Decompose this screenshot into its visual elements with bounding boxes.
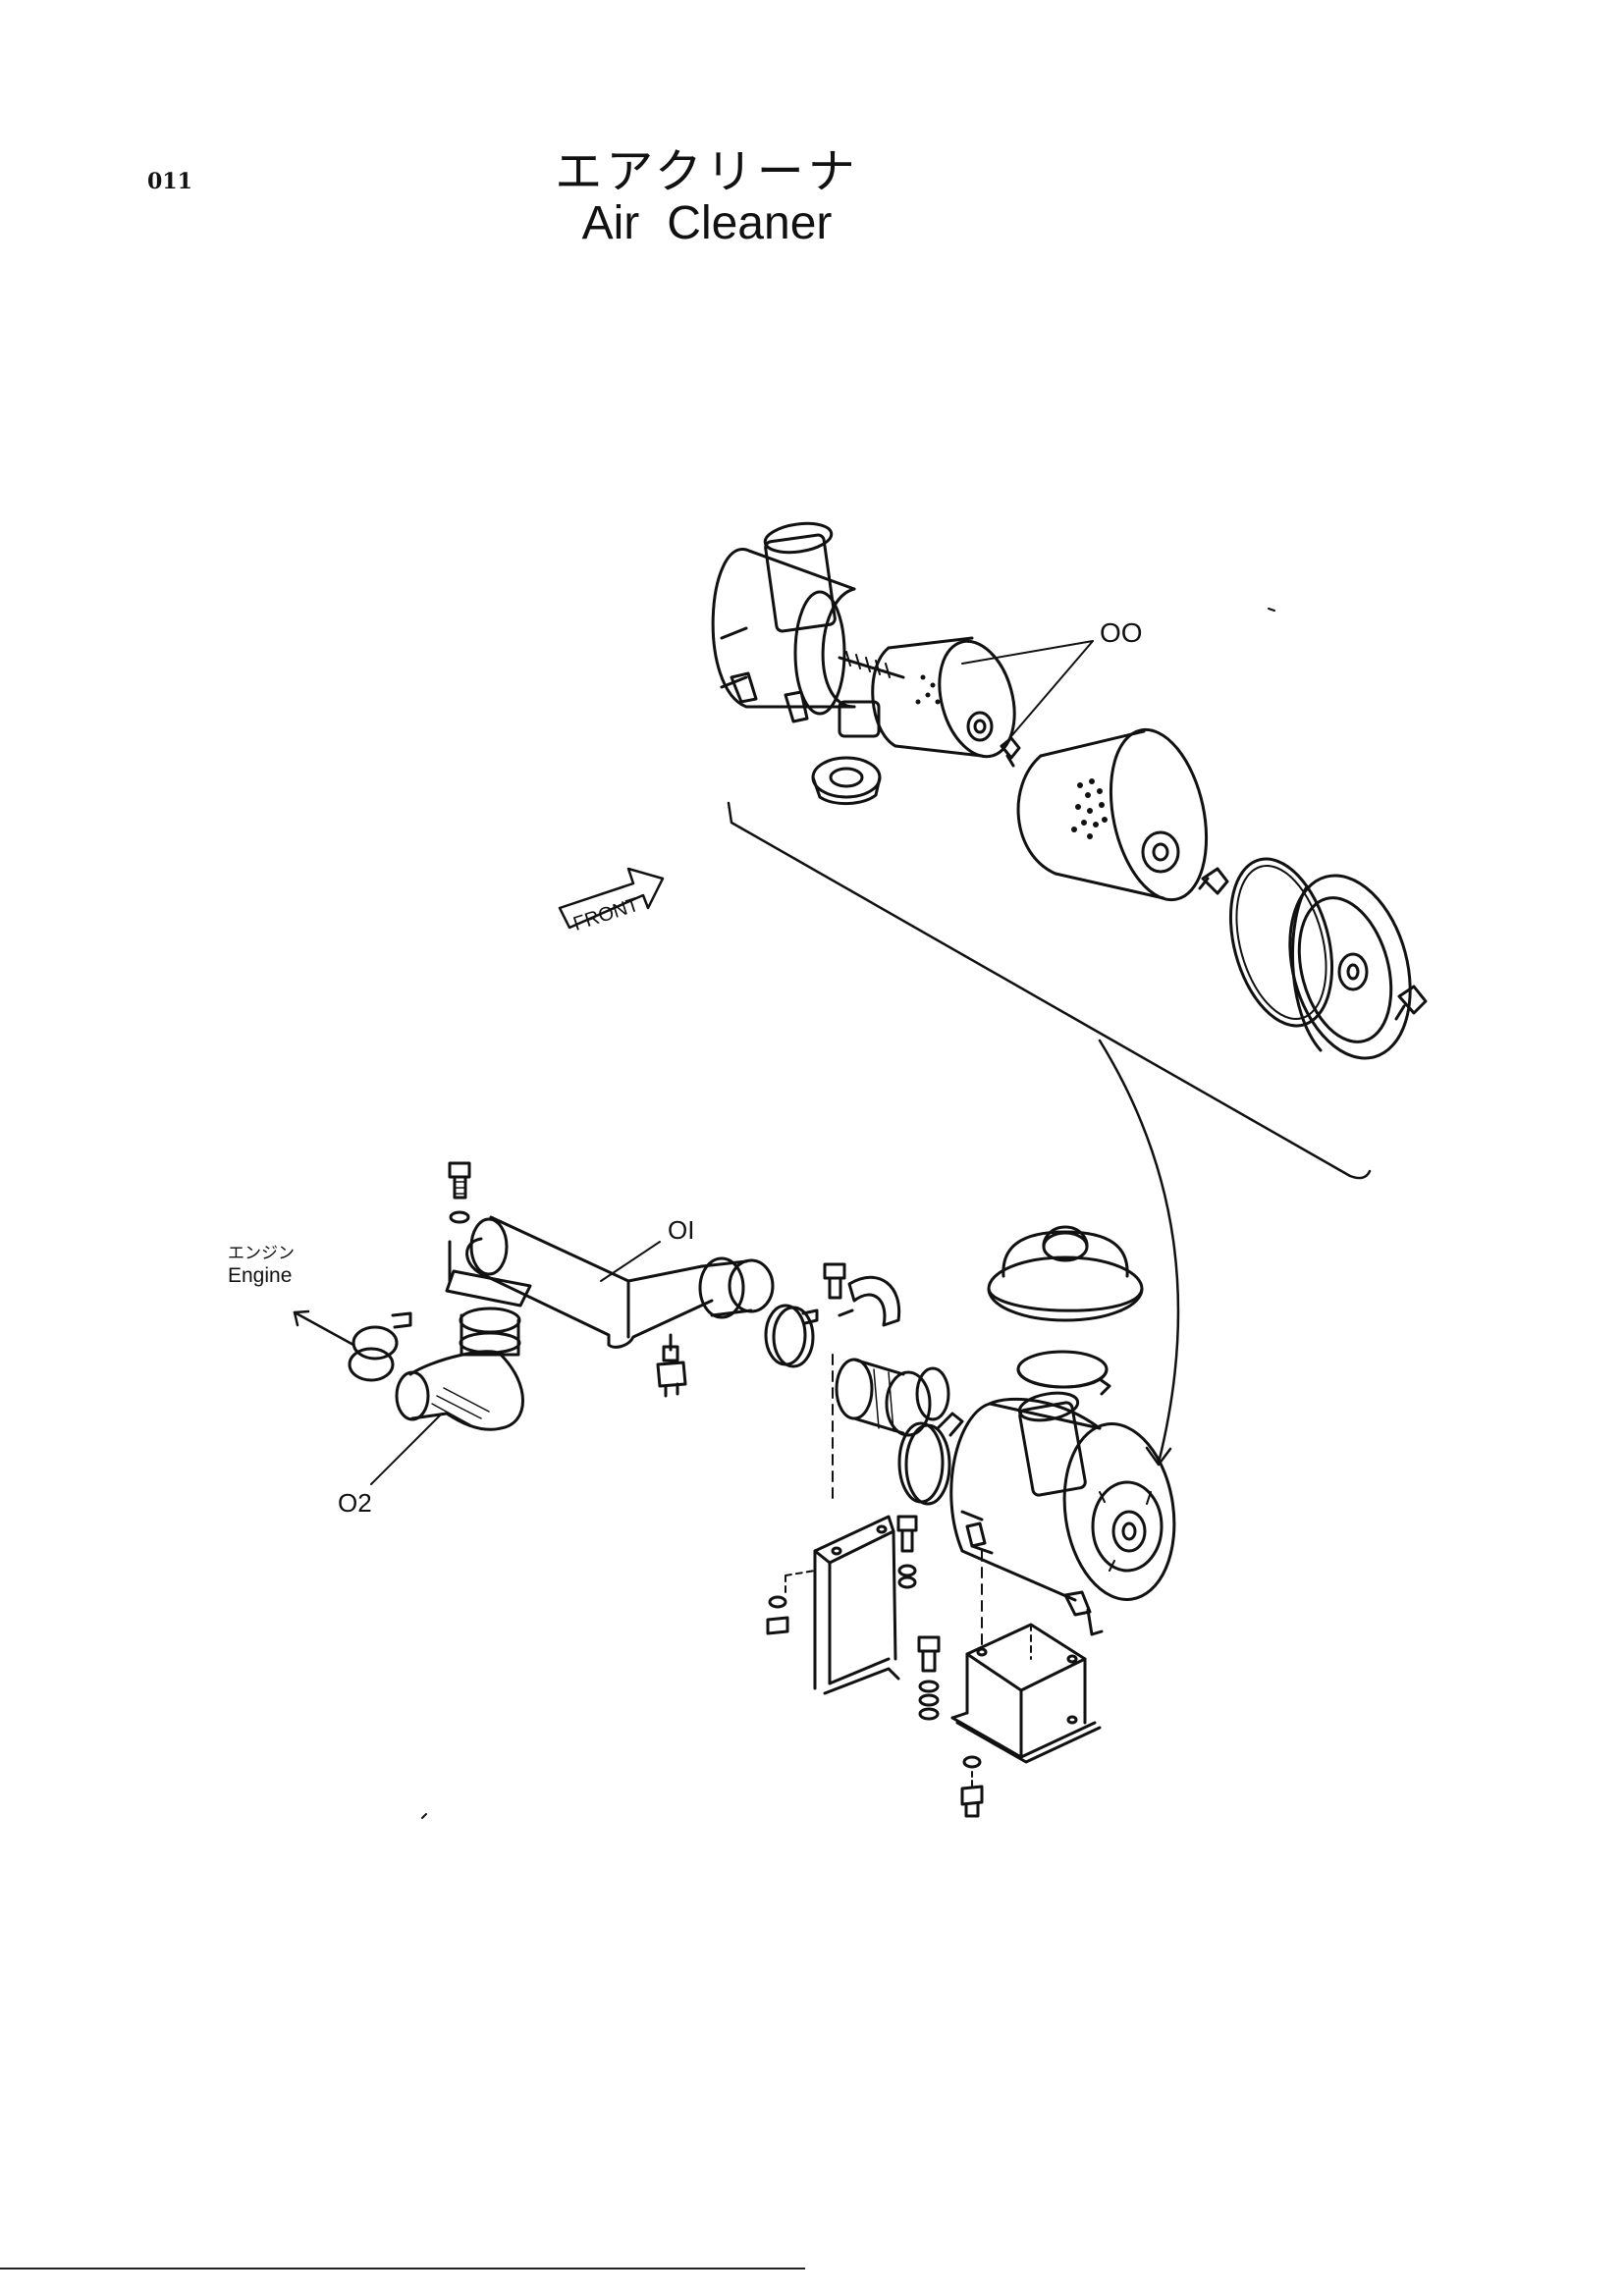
inner-filter-element xyxy=(871,636,1016,759)
restriction-indicator-switch xyxy=(656,1333,687,1398)
engine-label-english: Engine xyxy=(228,1264,292,1287)
bracket-bolt-stack xyxy=(917,1635,984,1818)
wing-nut-upper xyxy=(1000,736,1021,768)
support-bracket-right xyxy=(950,1623,1102,1764)
outer-filter-element xyxy=(1016,727,1209,902)
pipe-support-band xyxy=(823,1262,901,1503)
support-bracket-left xyxy=(766,1515,900,1695)
title-word-cleaner: Cleaner xyxy=(667,197,833,249)
end-cover xyxy=(1288,874,1412,1060)
exploded-view-bracket xyxy=(727,801,1372,1180)
scan-mark xyxy=(1268,608,1275,612)
bracket-bolts xyxy=(896,1515,918,1589)
elbow-hose xyxy=(348,1307,524,1431)
callout-label-02: O2 xyxy=(338,1488,372,1518)
upper-cleaner-housing xyxy=(711,521,905,805)
o-ring-gasket xyxy=(1228,857,1334,1028)
title-word-air: Air xyxy=(581,197,640,249)
callout-part-02: O2 xyxy=(338,1413,443,1518)
page-number: 011 xyxy=(147,169,192,194)
page-title-japanese: エアクリーナ xyxy=(555,144,859,199)
callout-label-01: OI xyxy=(668,1215,694,1245)
wing-nut-cover xyxy=(1394,985,1428,1021)
callout-part-01: OI xyxy=(600,1215,694,1282)
assembly-reference-arrow xyxy=(1098,1039,1180,1465)
intake-pipe xyxy=(445,1215,775,1349)
engine-label-japanese: エンジン xyxy=(228,1244,295,1262)
page-title-english: Air Cleaner xyxy=(0,196,1414,250)
rubber-coupling xyxy=(835,1358,950,1437)
engine-direction: エンジン Engine xyxy=(228,1244,355,1347)
hose-clamp-mid xyxy=(764,1304,819,1368)
precleaner-clamp xyxy=(1016,1350,1111,1396)
footer-rule xyxy=(0,2268,805,2269)
lower-cleaner-housing xyxy=(949,1391,1176,1650)
callout-label-00: OO xyxy=(1100,617,1143,648)
callout-part-00: OO xyxy=(961,617,1143,737)
flange-bolt xyxy=(448,1161,471,1224)
hose-clamp-housing xyxy=(897,1412,964,1506)
front-direction-arrow: FRONT xyxy=(558,867,665,935)
precleaner-cap xyxy=(987,1225,1144,1322)
wing-nut-middle xyxy=(1198,867,1229,895)
scan-mark xyxy=(421,1813,427,1819)
